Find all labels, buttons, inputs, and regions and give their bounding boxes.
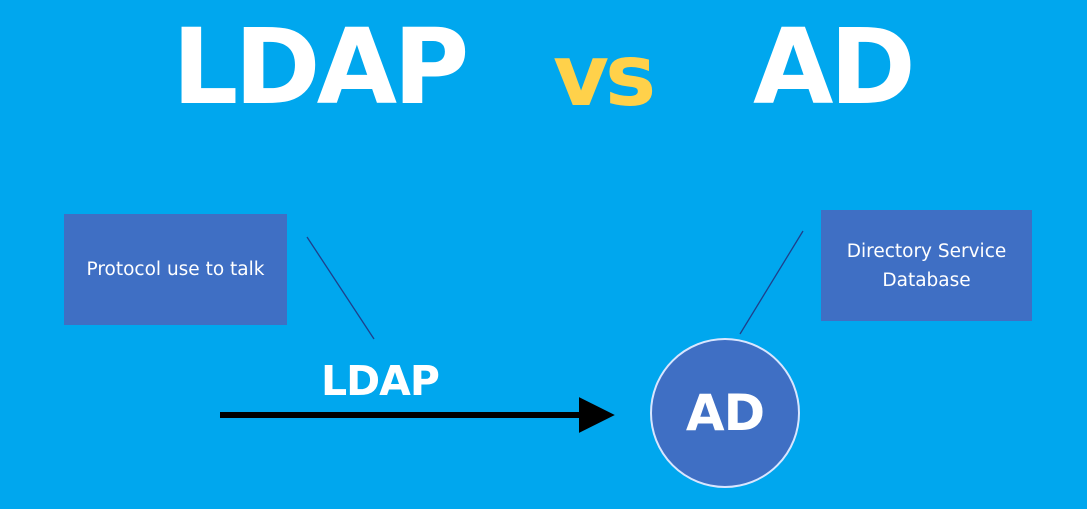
protocol-box: Protocol use to talk (64, 214, 287, 325)
protocol-connector-line (306, 236, 375, 340)
protocol-box-label: Protocol use to talk (86, 259, 265, 280)
directory-connector-line (739, 230, 804, 335)
directory-service-box: Directory Service Database (821, 210, 1032, 321)
directory-service-box-label: Directory Service Database (846, 240, 1007, 291)
ad-node-label: AD (685, 384, 765, 442)
title-ldap: LDAP (172, 6, 469, 128)
title-row: LDAP vs AD (0, 12, 1087, 122)
ad-node: AD (650, 338, 800, 488)
title-ad: AD (753, 6, 916, 128)
arrow-label-ldap: LDAP (321, 357, 440, 405)
title-vs: vs (553, 26, 656, 126)
